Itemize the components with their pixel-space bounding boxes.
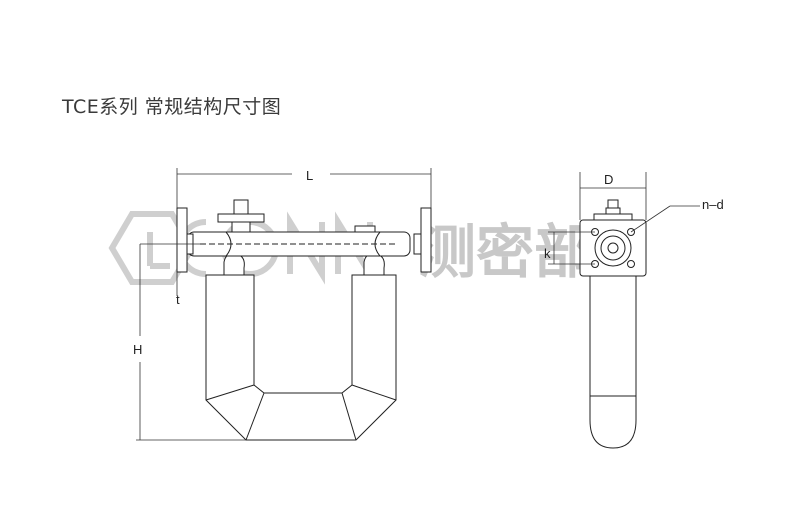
dim-l-label: L bbox=[306, 168, 313, 183]
dim-nd-label: n–d bbox=[702, 197, 724, 212]
side-view: D k n–d bbox=[544, 172, 724, 449]
u-tube-edge-right bbox=[351, 384, 397, 401]
dim-nd-leader bbox=[630, 205, 671, 233]
dim-k-label: k bbox=[544, 246, 551, 261]
dim-h-label: H bbox=[133, 342, 142, 357]
pipe-boss-right bbox=[354, 225, 376, 233]
right-support-boss bbox=[363, 253, 385, 276]
watermark-brand-text: 测密部 bbox=[418, 218, 592, 286]
side-terminal-plate bbox=[593, 213, 633, 221]
right-flange-neck bbox=[413, 233, 422, 255]
bolt-hole-bottom-right bbox=[627, 260, 635, 268]
dim-t-label: t bbox=[176, 292, 180, 307]
terminal-cap-plate bbox=[217, 213, 265, 223]
u-tube-body bbox=[205, 274, 397, 441]
dim-d-label: D bbox=[604, 172, 613, 187]
u-tube-bottom-edge-right bbox=[341, 392, 357, 441]
u-tube-edge-left bbox=[205, 384, 255, 401]
watermark-logo-mark bbox=[147, 232, 170, 269]
right-flange bbox=[420, 207, 432, 273]
page-title: TCE系列 常规结构尺寸图 bbox=[62, 96, 282, 118]
u-tube-bottom-edge-left bbox=[245, 392, 265, 441]
side-terminal-screw bbox=[607, 199, 619, 209]
terminal-stem bbox=[231, 221, 251, 233]
left-flange bbox=[176, 207, 188, 273]
side-tube bbox=[589, 271, 637, 449]
front-view: L H t bbox=[133, 168, 432, 441]
side-flange-center bbox=[607, 242, 619, 254]
terminal-screw bbox=[233, 199, 249, 215]
left-support-boss bbox=[223, 253, 245, 276]
